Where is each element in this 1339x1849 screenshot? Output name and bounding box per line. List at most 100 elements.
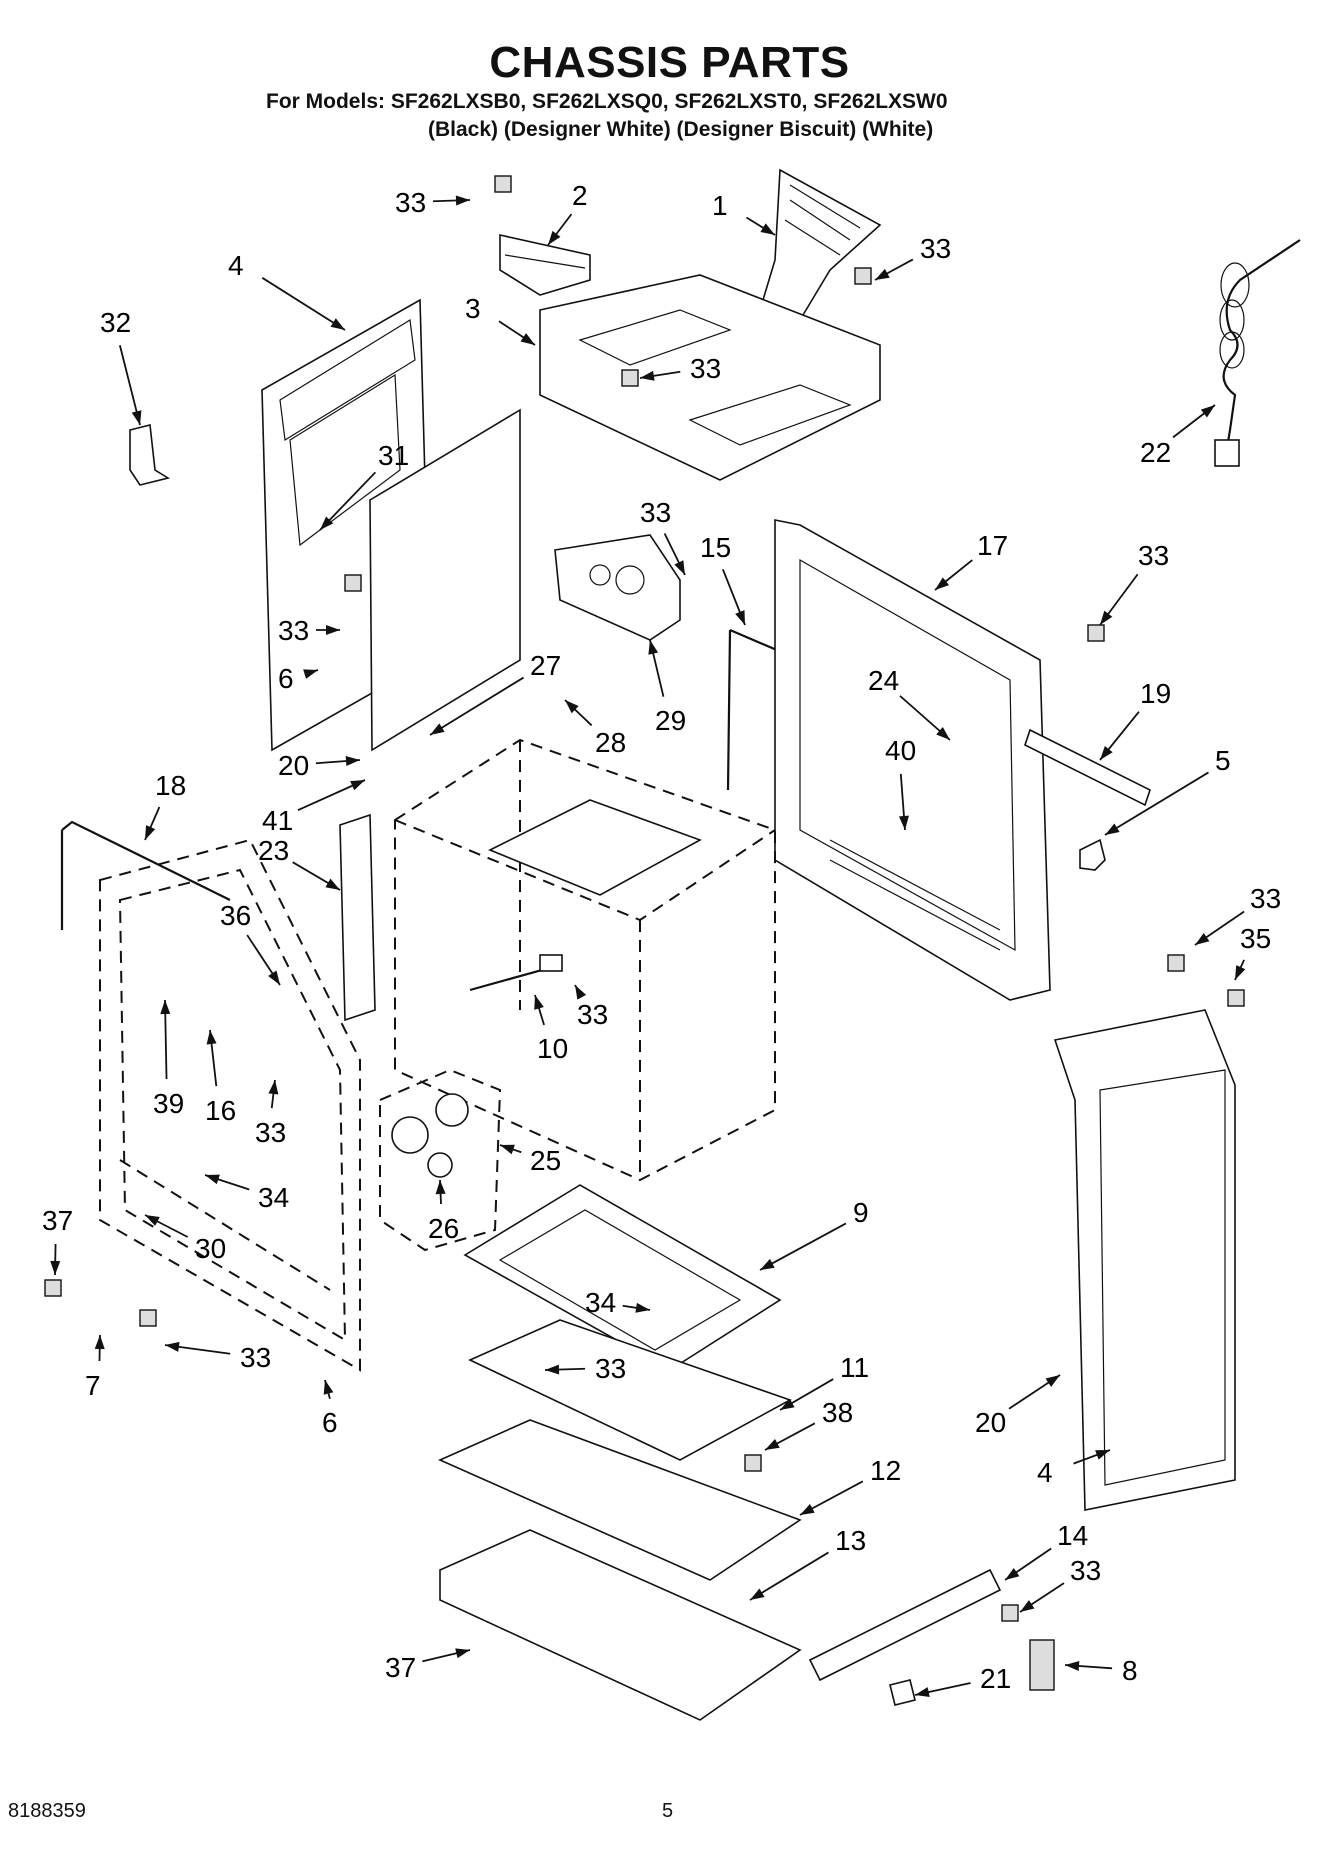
arrowhead [575,985,587,1000]
arrowhead [534,995,544,1010]
callout-33: 33 [278,615,340,646]
callout-number: 8 [1122,1655,1138,1686]
callout-number: 33 [395,187,426,218]
callout-5: 5 [1104,745,1231,836]
callout-number: 26 [428,1213,459,1244]
arrowhead [780,1398,795,1410]
arrowhead [1105,823,1120,835]
callout-number: 15 [700,532,731,563]
arrowhead [1065,1660,1080,1671]
callout-number: 29 [655,705,686,736]
callout-number: 4 [1037,1457,1053,1488]
callout-number: 20 [975,1407,1006,1438]
arrowhead [1235,965,1246,980]
callout-33: 33 [874,233,951,281]
callout-10: 10 [534,994,568,1064]
arrowhead [1100,610,1113,625]
oven-cavity-outline [394,738,776,1182]
callout-number: 2 [572,180,588,211]
callout-16: 16 [205,1029,236,1126]
callout-18: 18 [144,770,186,841]
arrowhead [455,1648,470,1659]
part-10-sensor [469,954,563,992]
arrowhead [545,1364,560,1375]
callout-number: 3 [465,293,481,324]
callout-number: 12 [870,1455,901,1486]
callout-number: 33 [690,353,721,384]
callout-number: 20 [278,750,309,781]
arrowhead [500,1144,515,1155]
callout-number: 33 [577,999,608,1030]
part-21-clip [889,1679,916,1706]
callout-number: 33 [1138,540,1169,571]
arrowhead [640,370,655,381]
callout-13: 13 [749,1525,866,1601]
callout-number: 30 [195,1233,226,1264]
callout-number: 33 [1250,883,1281,914]
arrowhead [760,1258,775,1270]
arrowhead [268,1080,279,1095]
callout-number: 40 [885,735,916,766]
arrowhead [765,1438,780,1450]
callout-number: 16 [205,1095,236,1126]
arrowhead [303,669,318,679]
arrowhead [131,410,142,425]
callout-number: 22 [1140,437,1171,468]
models-line: For Models: SF262LXSB0, SF262LXSQ0, SF26… [266,90,948,113]
arrowhead [1100,745,1113,760]
callout-number: 41 [262,805,293,836]
arrowhead [455,195,470,206]
callout-number: 13 [835,1525,866,1556]
arrowhead [206,1030,217,1045]
front-frame-outline [99,838,361,1372]
callout-6: 6 [278,663,319,694]
arrowhead [760,223,775,235]
callout-number: 23 [258,835,289,866]
callout-30: 30 [144,1214,226,1264]
part-9-broil-pan [463,1184,782,1371]
leader-line [749,1551,829,1601]
part-13-bottom-panel [439,1529,802,1721]
arrowhead [635,1302,650,1313]
callout-20: 20 [975,1374,1061,1438]
callout-number: 33 [240,1342,271,1373]
arrowhead [435,1180,446,1195]
callout-29: 29 [648,639,686,736]
arrowhead [648,640,659,655]
part-3-top-panel [539,274,881,481]
callout-number: 33 [595,1353,626,1384]
callout-3: 3 [465,293,536,346]
callout-number: 6 [322,1407,338,1438]
callout-number: 27 [530,650,561,681]
callout-number: 19 [1140,678,1171,709]
arrowhead [325,878,340,890]
leader-line [261,277,346,331]
part-18-trim [60,820,231,930]
callout-number: 6 [278,663,294,694]
callout-41: 41 [262,779,366,836]
callout-19: 19 [1099,678,1171,761]
arrowhead [145,1215,160,1226]
callout-12: 12 [799,1455,901,1516]
callout-24: 24 [868,665,951,741]
callout-34: 34 [204,1174,289,1213]
doc-number: 8188359 [8,1800,86,1822]
arrowhead [94,1335,105,1350]
callout-number: 1 [712,190,728,221]
arrowhead [1020,1600,1035,1612]
part-23-bracket-strip [339,813,376,1022]
callout-33: 33 [164,1341,271,1373]
arrowhead [1005,1567,1020,1580]
callout-33: 33 [255,1079,286,1148]
callout-21: 21 [914,1663,1011,1697]
part-14-leveling-bracket [808,1568,1002,1682]
arrowhead [674,560,685,575]
arrowhead [350,780,365,791]
callout-number: 7 [85,1370,101,1401]
callout-38: 38 [764,1397,853,1451]
arrowhead [1195,932,1210,945]
arrowhead [320,516,334,530]
callout-number: 35 [1240,923,1271,954]
callout-number: 33 [278,615,309,646]
